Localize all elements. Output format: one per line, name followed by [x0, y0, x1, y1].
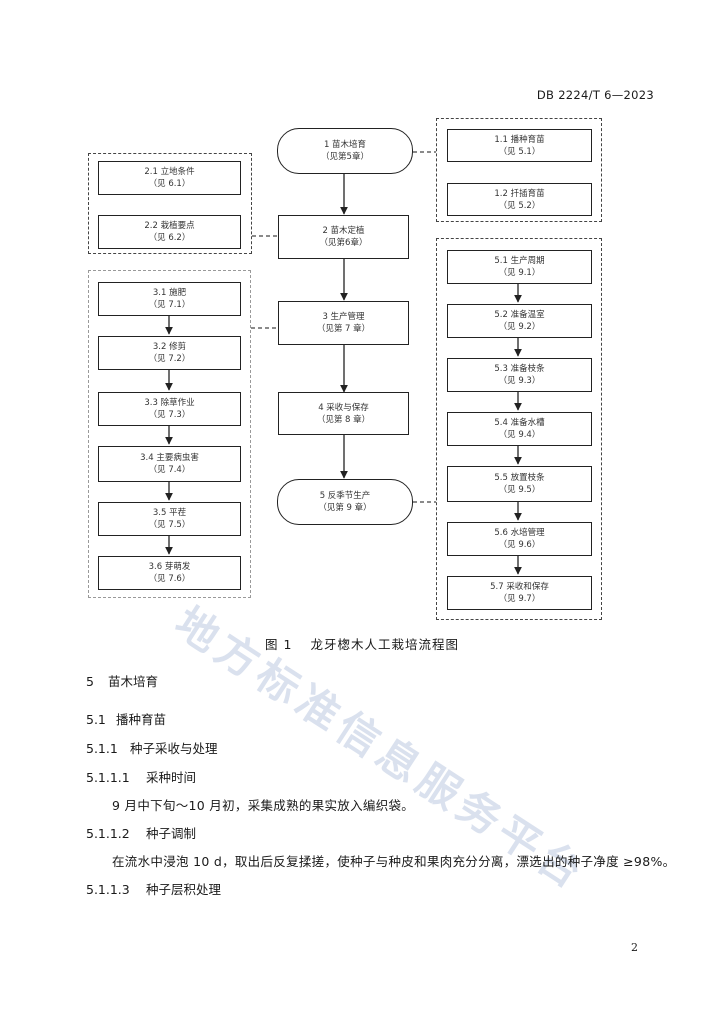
section-heading-5-1-1-1: 5.1.1.1 采种时间 — [86, 767, 196, 786]
section-title: 种子采收与处理 — [130, 741, 218, 756]
node-reference: （见 7.5） — [148, 520, 191, 530]
node-label: 5.3 准备枝条 — [494, 364, 545, 374]
node-label: 4 采收与保存 — [318, 402, 369, 413]
node-reference: （见 9.3） — [498, 376, 541, 386]
paragraph-seed-preparation: 在流水中浸泡 10 d，取出后反复揉搓，使种子与种皮和果肉充分分离，漂选出的种子… — [112, 854, 676, 869]
section-number: 5.1.1 — [86, 741, 118, 756]
node-reference: （见 7.3） — [148, 410, 191, 420]
node-label: 5.7 采收和保存 — [490, 582, 549, 592]
node-reference: （见第 9 章） — [318, 503, 372, 513]
figure-title: 龙牙楤木人工栽培流程图 — [310, 637, 459, 652]
section-heading-5-1-1: 5.1.1 种子采收与处理 — [86, 738, 218, 757]
flow-node-hydroponic-management: 5.6 水培管理 （见 9.6） — [447, 522, 592, 556]
group-planting-details — [88, 153, 252, 254]
node-label: 3.2 修剪 — [152, 342, 187, 352]
group-seedling-methods — [436, 118, 602, 222]
flow-node-seedling-planting: 2 苗木定植 （见第6章） — [278, 215, 409, 259]
section-heading-5-1-1-2: 5.1.1.2 种子调制 — [86, 823, 196, 842]
section-heading-5-1-1-3: 5.1.1.3 种子层积处理 — [86, 879, 221, 898]
node-reference: （见 9.4） — [498, 430, 541, 440]
node-label: 2.2 栽植要点 — [144, 221, 195, 231]
node-reference: （见 9.2） — [498, 322, 541, 332]
figure-number: 图 1 — [265, 637, 293, 652]
node-reference: （见 6.2） — [148, 233, 191, 243]
section-title: 种子调制 — [146, 826, 197, 841]
flow-node-harvest-preserve: 5.7 采收和保存 （见 9.7） — [447, 576, 592, 610]
node-label: 3.1 施肥 — [152, 288, 187, 298]
document-code: DB 2224/T 6—2023 — [536, 88, 654, 102]
section-title: 播种育苗 — [116, 712, 167, 727]
page-number: 2 — [631, 941, 638, 954]
node-label: 2 苗木定植 — [322, 226, 365, 236]
node-reference: （见第5章） — [321, 152, 369, 162]
flow-node-seed-sowing: 1.1 播种育苗 （见 5.1） — [447, 129, 592, 162]
flow-node-prepare-tank: 5.4 准备水槽 （见 9.4） — [447, 412, 592, 446]
node-reference: （见第6章） — [319, 238, 368, 248]
flow-node-cutting-propagation: 1.2 扦插育苗 （见 5.2） — [447, 183, 592, 216]
node-label: 5.4 准备水槽 — [494, 418, 545, 428]
flow-node-production-cycle: 5.1 生产周期 （见 9.1） — [447, 250, 592, 284]
flow-node-offseason-production: 5 反季节生产 （见第 9 章） — [277, 479, 413, 525]
node-label: 3.5 平茬 — [152, 508, 187, 518]
flow-node-prepare-greenhouse: 5.2 准备温室 （见 9.2） — [447, 304, 592, 338]
flow-node-bud-sprouting: 3.6 芽萌发 （见 7.6） — [98, 556, 241, 590]
flow-node-seedling-cultivation: 1 苗木培育 （见第5章） — [277, 128, 413, 174]
section-heading-5: 5 苗木培育 — [86, 671, 158, 690]
node-reference: （见 7.6） — [148, 574, 191, 584]
node-reference: （见 7.1） — [148, 300, 191, 310]
flow-node-production-management: 3 生产管理 （见第 7 章） — [278, 301, 409, 345]
flow-node-prepare-branches: 5.3 准备枝条 （见 9.3） — [447, 358, 592, 392]
node-reference: （见 9.6） — [498, 540, 541, 550]
section-number: 5.1.1.1 — [86, 770, 130, 785]
section-title: 苗木培育 — [108, 674, 159, 689]
group-management-details — [88, 270, 251, 598]
flow-node-pruning: 3.2 修剪 （见 7.2） — [98, 336, 241, 370]
node-reference: （见 6.1） — [148, 179, 191, 189]
node-label: 3.4 主要病虫害 — [140, 453, 199, 463]
node-label: 3.6 芽萌发 — [148, 562, 191, 572]
node-reference: （见第 7 章） — [316, 324, 371, 334]
flow-node-fertilizing: 3.1 施肥 （见 7.1） — [98, 282, 241, 316]
node-label: 2.1 立地条件 — [144, 167, 195, 177]
section-number: 5.1.1.2 — [86, 826, 130, 841]
node-reference: （见 7.4） — [148, 465, 191, 475]
node-label: 5.1 生产周期 — [494, 256, 545, 266]
flow-node-harvest-storage: 4 采收与保存 （见第 8 章） — [278, 392, 409, 435]
flow-node-stubbing: 3.5 平茬 （见 7.5） — [98, 502, 241, 536]
node-label: 5.2 准备温室 — [494, 310, 545, 320]
paragraph-seed-time: 9 月中下旬～10 月初，采集成熟的果实放入编织袋。 — [112, 798, 415, 813]
node-label: 5.5 放置枝条 — [494, 473, 545, 483]
section-heading-5-1: 5.1 播种育苗 — [86, 709, 166, 728]
section-number: 5.1 — [86, 712, 106, 727]
flow-node-place-branches: 5.5 放置枝条 （见 9.5） — [447, 466, 592, 502]
flow-node-site-conditions: 2.1 立地条件 （见 6.1） — [98, 161, 241, 195]
flow-node-planting-points: 2.2 栽植要点 （见 6.2） — [98, 215, 241, 249]
node-label: 1 苗木培育 — [323, 140, 367, 150]
flow-node-weeding: 3.3 除草作业 （见 7.3） — [98, 392, 241, 426]
section-number: 5.1.1.3 — [86, 882, 130, 897]
node-reference: （见 7.2） — [148, 354, 191, 364]
section-number: 5 — [86, 674, 94, 689]
node-label: 1.2 扦插育苗 — [494, 188, 545, 199]
node-reference: （见第 8 章） — [316, 414, 371, 425]
node-reference: （见 9.1） — [498, 268, 541, 278]
section-title: 种子层积处理 — [146, 882, 222, 897]
node-label: 3.3 除草作业 — [144, 398, 195, 408]
node-label: 5 反季节生产 — [319, 491, 371, 501]
node-label: 5.6 水培管理 — [494, 528, 545, 538]
node-reference: （见 5.2） — [498, 200, 541, 211]
node-label: 3 生产管理 — [322, 312, 365, 322]
flow-node-pests-diseases: 3.4 主要病虫害 （见 7.4） — [98, 446, 241, 482]
node-reference: （见 5.1） — [498, 146, 541, 157]
section-title: 采种时间 — [146, 770, 197, 785]
figure-caption: 图 1 龙牙楤木人工栽培流程图 — [0, 634, 724, 653]
node-reference: （见 9.5） — [498, 485, 541, 495]
node-label: 1.1 播种育苗 — [494, 134, 545, 145]
node-reference: （见 9.7） — [498, 594, 541, 604]
group-offseason-details — [436, 238, 602, 620]
